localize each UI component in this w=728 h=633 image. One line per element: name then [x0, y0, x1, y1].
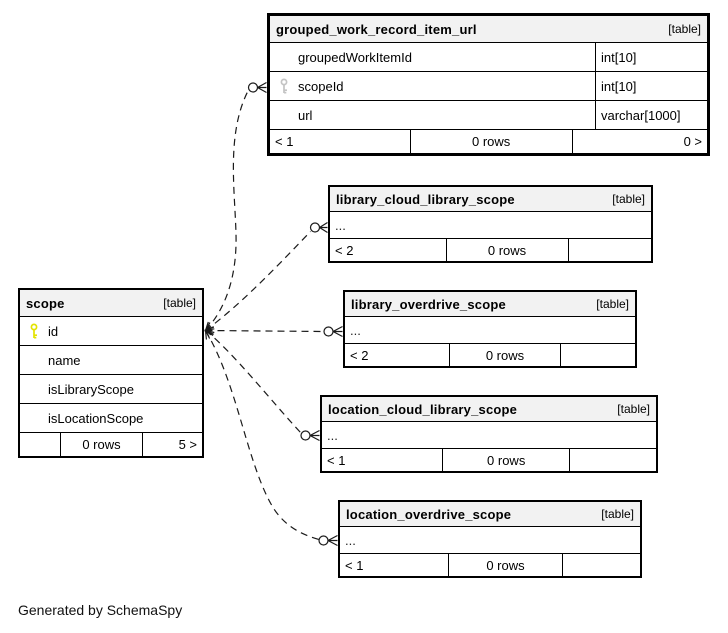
table-header: location_cloud_library_scope [table] — [322, 397, 656, 421]
table-footer: < 2 0 rows — [330, 238, 651, 261]
table-location-overdrive-scope[interactable]: location_overdrive_scope [table] ... < 1… — [338, 500, 642, 578]
table-name-link[interactable]: location_cloud_library_scope — [328, 401, 518, 417]
column-name: scopeId — [298, 78, 344, 94]
footer-children-count — [562, 554, 640, 576]
table-header: grouped_work_record_item_url [table] — [270, 16, 707, 42]
footer-parents-count: < 1 — [275, 134, 294, 149]
table-footer: 0 rows 5 > — [20, 432, 202, 456]
footer-children-count — [569, 449, 656, 471]
column-row-scopeid: scopeId int[10] — [270, 71, 707, 100]
table-tag: [table] — [668, 22, 701, 36]
table-scope[interactable]: scope [table] id name isLibraryScope isL… — [18, 288, 204, 458]
table-footer: < 1 0 rows — [340, 553, 640, 576]
edge-scope-grouped_work_record_item_url — [204, 81, 267, 332]
table-name-link[interactable]: library_overdrive_scope — [351, 296, 506, 312]
table-tag: [table] — [596, 297, 629, 311]
column-type: int[10] — [595, 72, 707, 100]
primary-key-icon — [30, 323, 38, 339]
footer-row-count: 0 rows — [442, 449, 569, 471]
table-footer: < 1 0 rows — [322, 448, 656, 471]
table-library-overdrive-scope[interactable]: library_overdrive_scope [table] ... < 2 … — [343, 290, 637, 368]
footer-parents-count: < 1 — [327, 452, 346, 468]
footer-row-count: 0 rows — [445, 239, 568, 261]
table-footer: < 1 0 rows 0 > — [270, 129, 707, 153]
footer-row-count: 0 rows — [60, 433, 142, 456]
footer-children-count — [559, 344, 635, 366]
table-library-cloud-library-scope[interactable]: library_cloud_library_scope [table] ... … — [328, 185, 653, 263]
table-name-link[interactable]: location_overdrive_scope — [346, 506, 512, 522]
table-header: scope [table] — [20, 290, 202, 316]
footer-parents-count — [20, 433, 60, 456]
column-row-id: id — [20, 316, 202, 345]
edge-scope-location_overdrive_scope — [204, 329, 338, 547]
column-name: isLocationScope — [48, 410, 144, 426]
table-name-link[interactable]: library_cloud_library_scope — [336, 191, 515, 207]
key-column-spacer — [20, 323, 48, 339]
ellipsis-text: ... — [327, 427, 338, 443]
column-name: name — [48, 352, 81, 368]
footer-children-count: 5 > — [141, 433, 202, 456]
ellipsis-text: ... — [345, 532, 356, 548]
column-name: url — [298, 107, 313, 123]
column-row-groupedworkitemid: groupedWorkItemId int[10] — [270, 42, 707, 71]
edge-scope-location_cloud_library_scope — [204, 329, 320, 442]
footer-row-count: 0 rows — [448, 554, 562, 576]
foreign-key-icon — [280, 78, 288, 94]
table-footer: < 2 0 rows — [345, 343, 635, 366]
table-tag: [table] — [601, 507, 634, 521]
collapsed-columns-row: ... — [322, 421, 656, 448]
table-tag: [table] — [612, 192, 645, 206]
footer-parents-count: < 2 — [350, 347, 369, 363]
column-row-islibraryscope: isLibraryScope — [20, 374, 202, 403]
ellipsis-text: ... — [335, 217, 346, 233]
column-type: int[10] — [595, 43, 707, 71]
footer-row-count: 0 rows — [449, 344, 559, 366]
key-column-spacer — [270, 78, 298, 94]
table-name-link[interactable]: scope — [26, 295, 65, 311]
column-row-islocationscope: isLocationScope — [20, 403, 202, 432]
footer-parents-count: < 2 — [335, 242, 354, 258]
footer-children-count — [567, 239, 651, 261]
edge-scope-library_overdrive_scope — [204, 325, 343, 338]
ellipsis-text: ... — [350, 322, 361, 338]
edge-scope-library_cloud_library_scope — [204, 221, 328, 332]
column-row-name: name — [20, 345, 202, 374]
collapsed-columns-row: ... — [330, 211, 651, 238]
generated-by-note: Generated by SchemaSpy — [18, 602, 183, 618]
table-tag: [table] — [617, 402, 650, 416]
column-name: id — [48, 323, 59, 339]
table-name-link[interactable]: grouped_work_record_item_url — [276, 21, 477, 37]
collapsed-columns-row: ... — [345, 316, 635, 343]
table-header: library_overdrive_scope [table] — [345, 292, 635, 316]
footer-children-count: 0 > — [571, 130, 707, 153]
table-grouped-work-record-item-url[interactable]: grouped_work_record_item_url [table] gro… — [267, 13, 710, 156]
collapsed-columns-row: ... — [340, 526, 640, 553]
column-name: isLibraryScope — [48, 381, 134, 397]
table-header: library_cloud_library_scope [table] — [330, 187, 651, 211]
footer-parents-count: < 1 — [345, 557, 364, 573]
column-type: varchar[1000] — [595, 101, 707, 129]
table-header: location_overdrive_scope [table] — [340, 502, 640, 526]
table-location-cloud-library-scope[interactable]: location_cloud_library_scope [table] ...… — [320, 395, 658, 473]
column-name: groupedWorkItemId — [298, 49, 412, 65]
footer-row-count: 0 rows — [409, 130, 572, 153]
table-tag: [table] — [163, 296, 196, 310]
column-row-url: url varchar[1000] — [270, 100, 707, 129]
